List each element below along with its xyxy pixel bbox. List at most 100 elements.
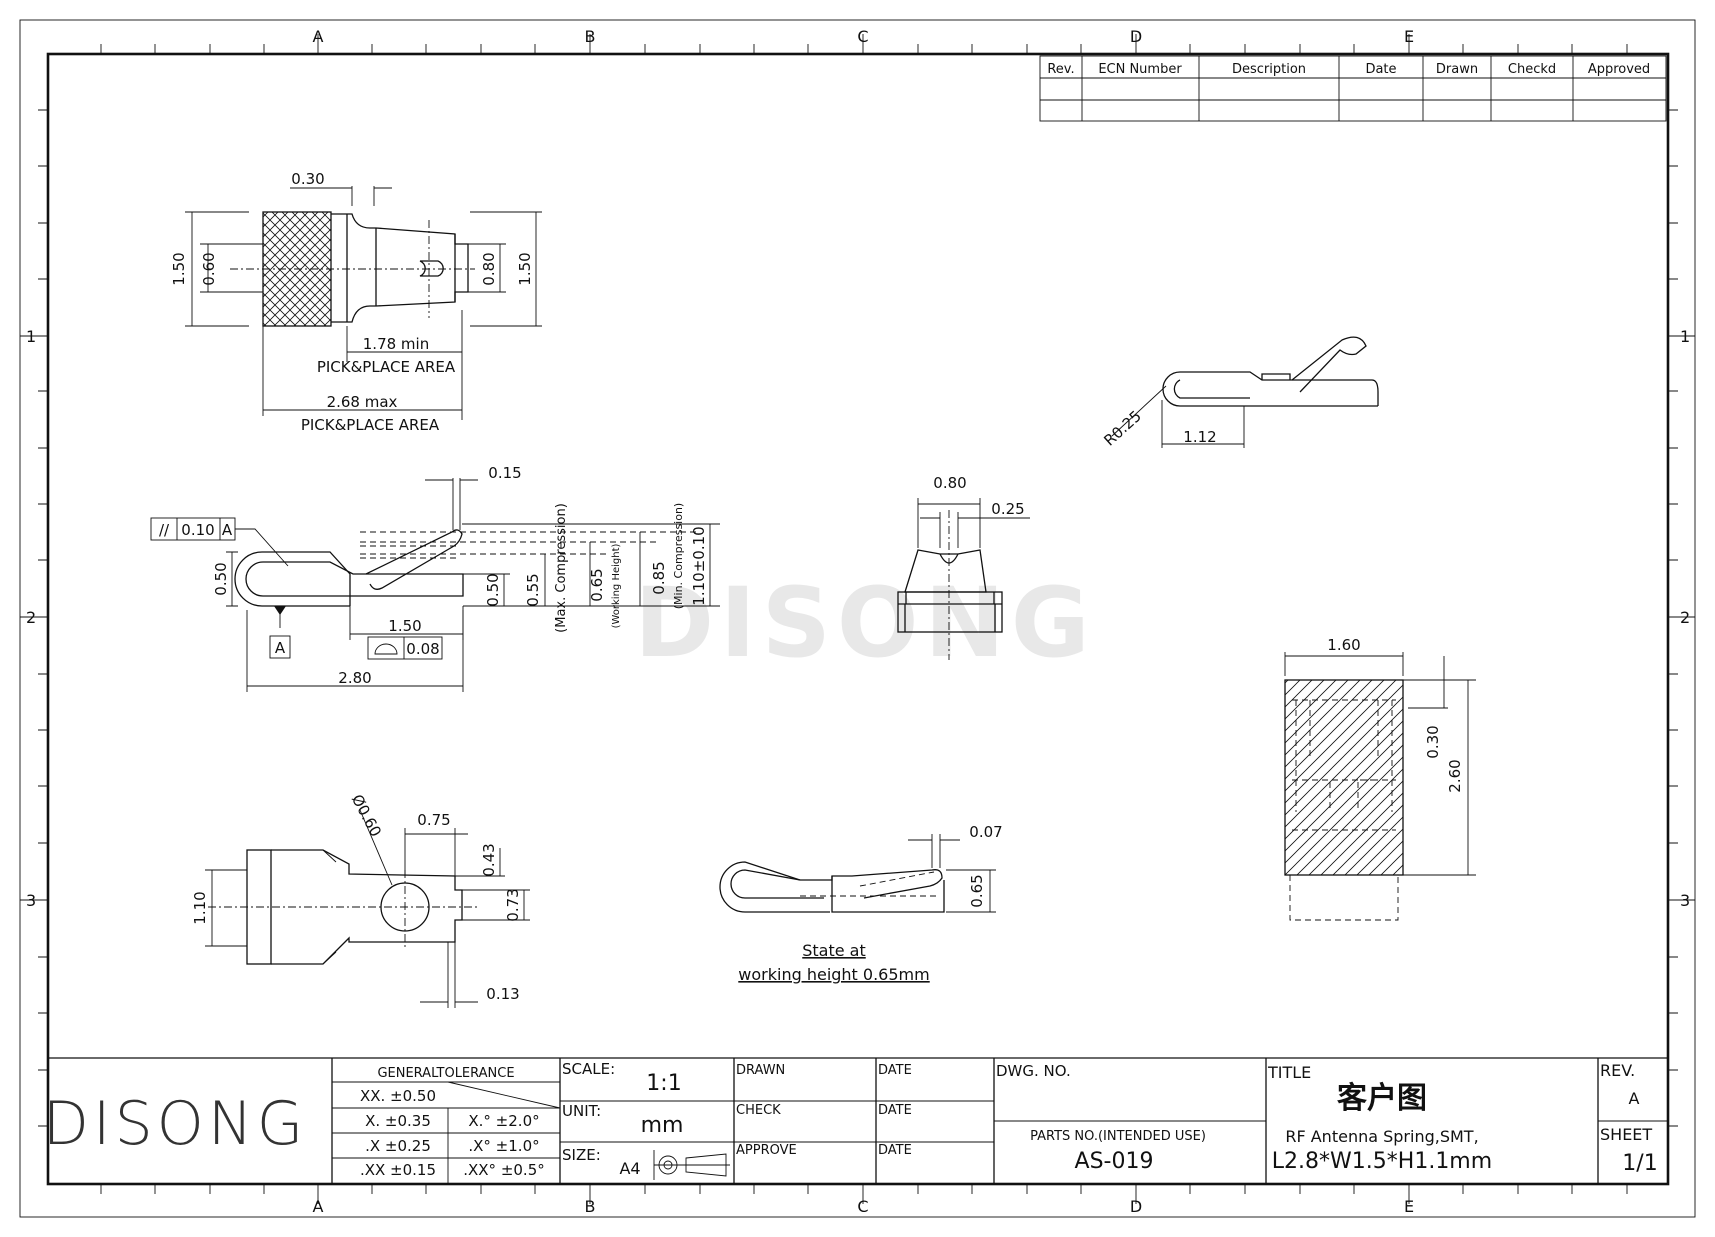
dim-0-80: 0.80 <box>480 252 498 285</box>
dim-0-65-working: 0.65 <box>968 874 986 907</box>
dim-1-12: 1.12 <box>1183 428 1216 446</box>
pick-min-dim: 1.78 min <box>363 335 429 353</box>
working-caption-2: working height 0.65mm <box>738 965 929 984</box>
row-label-1-left: 1 <box>26 327 36 346</box>
drawn-date-label: DATE <box>878 1063 912 1078</box>
tol-row2-a: X. ±0.35 <box>365 1112 431 1130</box>
col-label-c-bottom: C <box>857 1197 868 1216</box>
dim-1-10-bottom: 1.10 <box>191 891 209 924</box>
dwg-no-label: DWG. NO. <box>996 1062 1071 1080</box>
col-label-b-top: B <box>585 27 596 46</box>
ecn-col-header: ECN Number <box>1098 62 1182 77</box>
pad-view: 1.60 0.30 2.60 <box>1284 636 1476 921</box>
dim-0-30-pad: 0.30 <box>1424 725 1442 758</box>
dim-0-43: 0.43 <box>480 843 498 876</box>
gdt-parallel-value: 0.10 <box>181 521 214 539</box>
note-max-comp: (Max. Compression) <box>554 503 569 633</box>
tol-row1-a: XX. ±0.50 <box>360 1087 436 1105</box>
title-cn: 客户图 <box>1337 1081 1427 1116</box>
rev-col-header: Rev. <box>1047 62 1074 77</box>
projection-symbol-icon <box>653 1150 730 1180</box>
unit-label: UNIT: <box>562 1102 601 1120</box>
datum-a-box <box>269 635 291 659</box>
gdt-parallel-datum: A <box>222 521 233 539</box>
dim-r-0-25: R0.25 <box>1100 407 1145 450</box>
top-view: 1.50 0.60 0.80 1.50 0.30 1.78 min PICK&P… <box>170 170 542 434</box>
dim-0-60: 0.60 <box>200 252 218 285</box>
drawing-frame: A B C D E A B C D E 1 2 3 1 2 3 <box>19 19 1696 1218</box>
dim-2-60: 2.60 <box>1446 759 1464 792</box>
size-value: A4 <box>619 1159 640 1178</box>
working-height-view: 0.07 0.65 State at working height 0.65mm <box>719 823 1003 984</box>
scale-value: 1:1 <box>646 1071 681 1096</box>
row-label-2-right: 2 <box>1680 608 1690 627</box>
note-min-comp: (Min. Compression) <box>672 503 685 609</box>
dim-1-50-side: 1.50 <box>388 617 421 635</box>
title-block: DISONG GENERALTOLERANCE XX. ±0.50 X. ±0.… <box>43 1057 1668 1184</box>
drawn-col-header: Drawn <box>1436 62 1478 77</box>
tol-row3-a: .X ±0.25 <box>365 1137 431 1155</box>
check-label: CHECK <box>736 1103 781 1118</box>
unit-value: mm <box>641 1113 684 1138</box>
side-view: 0.15 // 0.10 A A 0.50 0.50 0.55 (Max. Co… <box>150 464 720 692</box>
iso-view: 1.12 R0.25 <box>1100 336 1379 450</box>
checkd-col-header: Checkd <box>1508 62 1556 77</box>
parts-no-value: AS-019 <box>1075 1149 1154 1174</box>
dim-0-65: 0.65 <box>588 568 606 601</box>
description-col-header: Description <box>1232 62 1306 77</box>
drawn-label: DRAWN <box>736 1063 785 1078</box>
dim-0-75: 0.75 <box>417 811 450 829</box>
rev-value: A <box>1629 1089 1640 1108</box>
row-label-3-right: 3 <box>1680 891 1690 910</box>
col-label-e-top: E <box>1404 27 1414 46</box>
dim-0-25-front: 0.25 <box>991 500 1024 518</box>
tol-row4-a: .XX ±0.15 <box>360 1161 436 1179</box>
datum-a-label: A <box>275 639 286 657</box>
row-label-1-right: 1 <box>1680 327 1690 346</box>
tol-row4-b: .XX° ±0.5° <box>463 1161 545 1179</box>
row-label-2-left: 2 <box>26 608 36 627</box>
sheet-value: 1/1 <box>1622 1151 1657 1176</box>
pick-max-label: PICK&PLACE AREA <box>301 416 440 434</box>
pick-max-dim: 2.68 max <box>327 393 398 411</box>
dim-free-height: 1.10±0.10 <box>690 526 708 605</box>
gdt-profile-frame <box>367 636 443 660</box>
tol-row2-b: X.° ±2.0° <box>468 1112 539 1130</box>
col-label-a-top: A <box>313 27 324 46</box>
dim-1-60: 1.60 <box>1327 636 1360 654</box>
rev-label: REV. <box>1600 1061 1635 1080</box>
dim-0-85: 0.85 <box>650 561 668 594</box>
approved-col-header: Approved <box>1588 62 1650 77</box>
sheet-label: SHEET <box>1600 1125 1652 1144</box>
scale-label: SCALE: <box>562 1060 615 1078</box>
title-label: TITLE <box>1267 1063 1311 1082</box>
dim-1-50-left: 1.50 <box>170 252 188 285</box>
dim-0-50-left: 0.50 <box>212 562 230 595</box>
dim-0-15: 0.15 <box>488 464 521 482</box>
gdt-profile-value: 0.08 <box>406 640 439 658</box>
tolerance-header: GENERALTOLERANCE <box>377 1066 514 1081</box>
front-view: 0.80 0.25 <box>897 474 1030 660</box>
dim-1-50-right: 1.50 <box>516 252 534 285</box>
logo-text: DISONG <box>43 1089 308 1159</box>
dim-dia-0-60: Ø0.60 <box>348 791 385 839</box>
approve-label: APPROVE <box>736 1143 797 1158</box>
dim-0-55: 0.55 <box>524 573 542 606</box>
col-label-a-bottom: A <box>313 1197 324 1216</box>
dim-0-73: 0.73 <box>504 888 522 921</box>
tol-row3-b: .X° ±1.0° <box>468 1137 539 1155</box>
col-label-c-top: C <box>857 27 868 46</box>
dim-0-30: 0.30 <box>291 170 324 188</box>
col-label-e-bottom: E <box>1404 1197 1414 1216</box>
dim-0-50-base: 0.50 <box>484 573 502 606</box>
date-col-header: Date <box>1365 62 1396 77</box>
title-line2: L2.8*W1.5*H1.1mm <box>1272 1149 1492 1174</box>
dim-2-80: 2.80 <box>338 669 371 687</box>
pick-min-label: PICK&PLACE AREA <box>317 358 456 376</box>
row-label-3-left: 3 <box>26 891 36 910</box>
revision-table: Rev. ECN Number Description Date Drawn C… <box>1039 55 1667 122</box>
title-line1: RF Antenna Spring,SMT, <box>1285 1127 1478 1146</box>
bottom-view: 1.10 0.75 Ø0.60 0.43 0.73 0.13 <box>191 791 530 1008</box>
gdt-parallel-symbol: // <box>159 521 170 539</box>
